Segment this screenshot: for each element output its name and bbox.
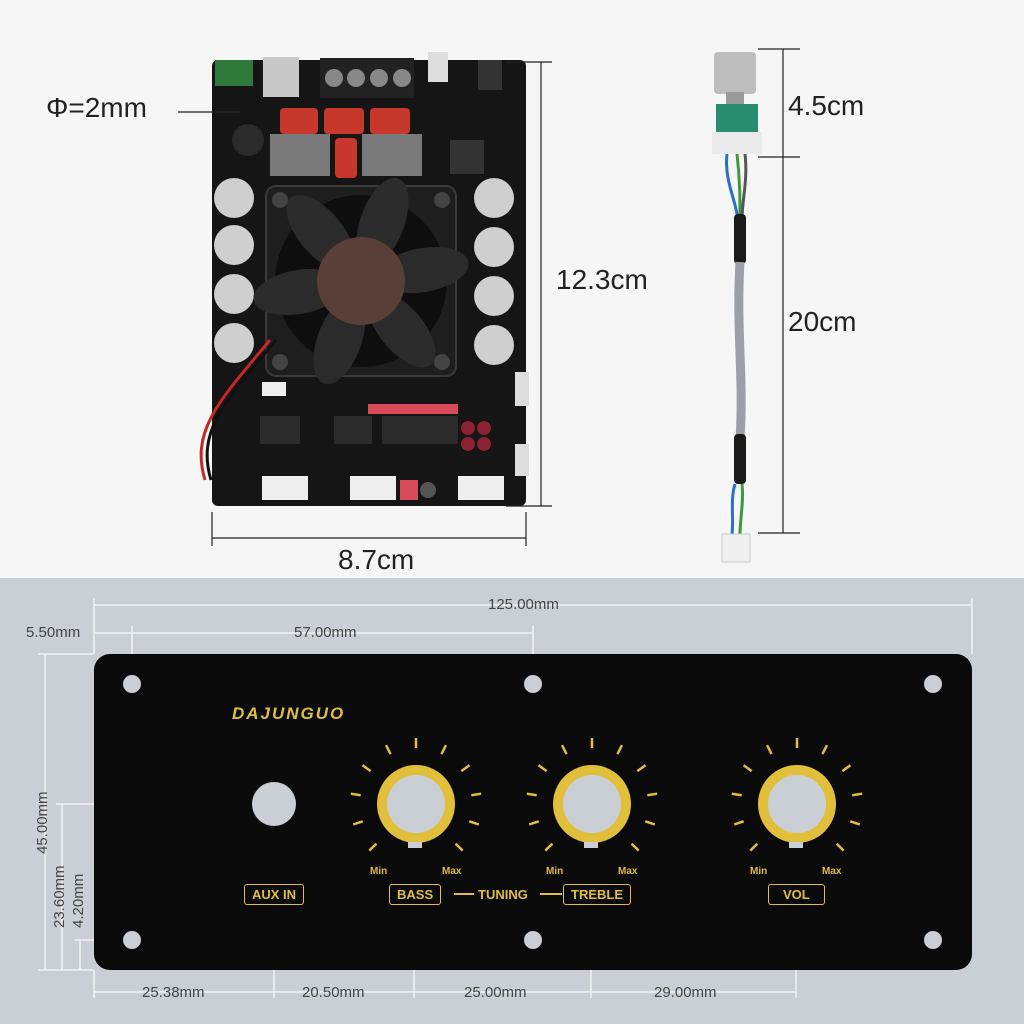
brand-logo: DAJUNGUO bbox=[232, 704, 346, 723]
knob-tick bbox=[468, 820, 480, 826]
cable-length-label: 20cm bbox=[788, 306, 857, 337]
dim-left-offset: 5.50mm bbox=[26, 624, 81, 641]
knob-tick bbox=[560, 744, 568, 755]
vol-max-label: Max bbox=[822, 866, 842, 877]
bass-knob bbox=[350, 738, 482, 852]
dim-d1: 25.38mm bbox=[142, 984, 205, 1001]
cable-dimension-lines bbox=[758, 48, 800, 534]
panel-drawing-area: 125.00mm 5.50mm 57.00mm 45.00mm 23.60mm … bbox=[0, 578, 1024, 1024]
dim-hole-height: 4.20mm bbox=[70, 873, 87, 928]
vol-min-label: Min bbox=[750, 866, 768, 877]
knob-tick bbox=[471, 792, 482, 797]
bass-min-label: Min bbox=[370, 866, 388, 877]
knob-tick bbox=[852, 792, 863, 797]
knob-tick bbox=[765, 744, 773, 755]
volume-knob bbox=[731, 738, 863, 852]
knob-tick bbox=[440, 744, 448, 755]
knob-tick bbox=[616, 744, 624, 755]
amplifier-board bbox=[199, 52, 529, 506]
knob-tick bbox=[460, 764, 471, 773]
knob-tick bbox=[644, 820, 656, 826]
knob-tick bbox=[368, 842, 378, 852]
knob-height-label: 4.5cm bbox=[788, 90, 865, 121]
dim-hole-spacing: 57.00mm bbox=[294, 624, 357, 641]
knob-tick bbox=[849, 820, 861, 826]
bass-max-label: Max bbox=[442, 866, 462, 877]
product-photo-area: Φ=2mm 12.3cm 8.7cm 4.5cm 20cm bbox=[46, 48, 865, 575]
bass-label: BASS bbox=[389, 884, 442, 905]
dim-height: 45.00mm bbox=[34, 791, 51, 854]
knob-tick bbox=[361, 764, 372, 773]
product-illustration bbox=[178, 48, 800, 563]
knob-tick bbox=[749, 842, 759, 852]
knob-tick bbox=[454, 842, 464, 852]
front-panel bbox=[94, 654, 972, 970]
knob-tick bbox=[821, 744, 829, 755]
potentiometer-cable bbox=[712, 52, 762, 563]
knob-tick bbox=[384, 744, 392, 755]
knob-tick bbox=[731, 792, 742, 797]
knob-tick bbox=[742, 764, 753, 773]
aux-in-label: AUX IN bbox=[244, 884, 305, 905]
dim-d2: 20.50mm bbox=[302, 984, 365, 1001]
knob-tick bbox=[537, 764, 548, 773]
mounting-holes bbox=[123, 675, 942, 949]
knob-tick bbox=[733, 820, 745, 826]
knob-tick bbox=[544, 842, 554, 852]
knob-tick bbox=[630, 842, 640, 852]
knob-tick bbox=[526, 792, 537, 797]
knob-tick bbox=[841, 764, 852, 773]
vol-label: VOL bbox=[768, 884, 825, 905]
knob-tick bbox=[352, 820, 364, 826]
board-width-label: 8.7cm bbox=[338, 544, 415, 575]
treble-max-label: Max bbox=[618, 866, 638, 877]
dim-d4: 29.00mm bbox=[654, 984, 717, 1001]
treble-label: TREBLE bbox=[563, 884, 631, 905]
dim-center-height: 23.60mm bbox=[51, 865, 68, 928]
panel-drawing bbox=[38, 598, 973, 998]
treble-min-label: Min bbox=[546, 866, 564, 877]
diameter-label: Φ=2mm bbox=[46, 92, 147, 123]
dim-total-width: 125.00mm bbox=[488, 596, 559, 613]
treble-knob bbox=[526, 738, 658, 852]
tuning-label: TUNING bbox=[478, 887, 528, 902]
board-dimension-lines bbox=[178, 61, 552, 546]
board-height-label: 12.3cm bbox=[556, 264, 648, 295]
knob-tick bbox=[636, 764, 647, 773]
knob-tick bbox=[528, 820, 540, 826]
dim-d3: 25.00mm bbox=[464, 984, 527, 1001]
aux-jack-hole bbox=[252, 782, 296, 826]
knob-tick bbox=[835, 842, 845, 852]
knob-tick bbox=[350, 792, 361, 797]
knob-tick bbox=[647, 792, 658, 797]
